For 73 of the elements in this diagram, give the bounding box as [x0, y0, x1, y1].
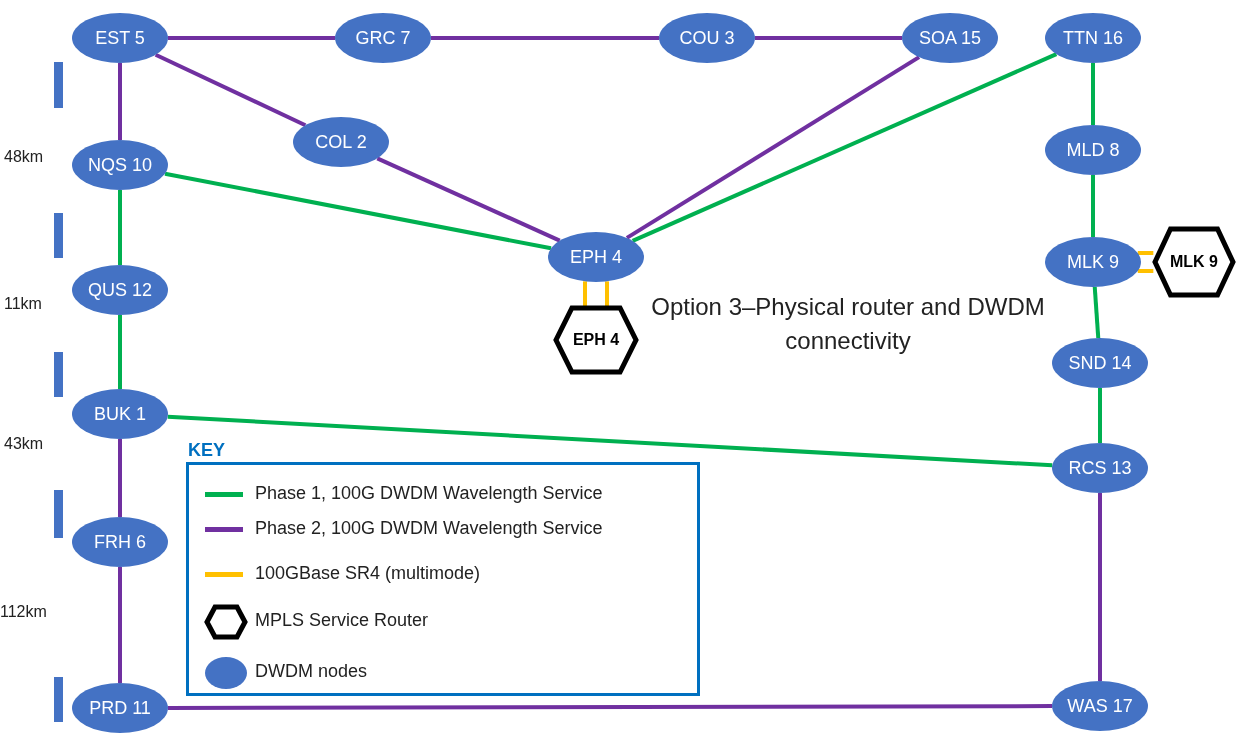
dwdm-node-ellipse — [72, 389, 168, 439]
link-line — [167, 414, 1053, 468]
link-line — [164, 171, 552, 251]
node-label: SOA 15 — [918, 27, 981, 49]
link-line — [1098, 493, 1102, 681]
node-label: RCS 13 — [1068, 457, 1132, 479]
distance-label: 112km — [0, 603, 47, 621]
node-label: BUK 1 — [94, 403, 146, 425]
dwdm-node-ellipse — [72, 517, 168, 567]
link-line — [1092, 286, 1101, 339]
link-line — [625, 55, 921, 240]
node-label: WAS 17 — [1067, 695, 1133, 717]
dwdm-node-ellipse — [902, 13, 998, 63]
link-line — [154, 52, 307, 128]
node-label: COU 3 — [679, 27, 735, 49]
node-label: QUS 12 — [88, 279, 152, 301]
node-label: EPH 4 — [572, 331, 620, 349]
node-label: MLK 9 — [1067, 251, 1119, 273]
dwdm-node-ellipse — [1045, 125, 1141, 175]
link-line — [605, 281, 609, 307]
dwdm-node-ellipse — [1052, 443, 1148, 493]
link-line — [583, 281, 587, 307]
node-label: SND 14 — [1068, 352, 1132, 374]
dwdm-node-ellipse — [72, 140, 168, 190]
node-label: COL 2 — [315, 131, 367, 153]
node-label: MLK 9 — [1170, 253, 1218, 271]
node-label: NQS 10 — [88, 154, 152, 176]
link-line — [1098, 388, 1102, 443]
link-line — [1091, 63, 1095, 125]
dwdm-node-ellipse — [1045, 13, 1141, 63]
node-label: FRH 6 — [94, 531, 146, 553]
link-line — [1137, 251, 1154, 255]
distance-label: 43km — [4, 435, 44, 453]
link-line — [118, 567, 122, 683]
link-line — [631, 52, 1058, 243]
legend-label: Phase 1, 100G DWDM Wavelength Service — [255, 483, 603, 504]
node-label: GRC 7 — [355, 27, 411, 49]
link-line — [118, 439, 122, 517]
legend-label: 100GBase SR4 (multimode) — [255, 563, 481, 584]
dwdm-node-ellipse — [1052, 681, 1148, 731]
link-line — [118, 315, 122, 389]
node-label: EST 5 — [95, 27, 145, 49]
link-line — [1091, 175, 1095, 237]
dwdm-node-ellipse — [72, 683, 168, 733]
link-line — [376, 156, 561, 243]
dwdm-node-ellipse — [72, 265, 168, 315]
node-label: MLD 8 — [1066, 139, 1120, 161]
dwdm-node-ellipse — [293, 117, 389, 167]
link-line — [1137, 269, 1154, 273]
node-label: TTN 16 — [1063, 27, 1123, 49]
dwdm-node-ellipse — [1045, 237, 1141, 287]
dwdm-node-ellipse — [1052, 338, 1148, 388]
dwdm-node-ellipse — [548, 232, 644, 282]
distance-label: 11km — [4, 295, 42, 313]
link-line — [431, 36, 659, 40]
legend-label: DWDM nodes — [255, 661, 368, 682]
legend-heading: KEY — [188, 440, 225, 461]
link-line — [118, 63, 122, 140]
link-line — [168, 704, 1052, 710]
link-line — [118, 190, 122, 265]
node-label: EPH 4 — [570, 246, 622, 268]
dwdm-node-ellipse — [335, 13, 431, 63]
link-line — [168, 36, 335, 40]
router-hexagon — [1152, 226, 1236, 298]
dwdm-node-ellipse — [72, 13, 168, 63]
distance-label: 48km — [4, 148, 44, 166]
diagram-title: Option 3–Physical router and DWDM connectivity — [650, 292, 1046, 356]
dwdm-node-ellipse — [659, 13, 755, 63]
legend-label: MPLS Service Router — [255, 610, 429, 631]
node-label: PRD 11 — [89, 697, 151, 719]
link-line — [755, 36, 902, 40]
legend-label: Phase 2, 100G DWDM Wavelength Service — [255, 518, 603, 539]
router-hexagon — [553, 305, 639, 375]
